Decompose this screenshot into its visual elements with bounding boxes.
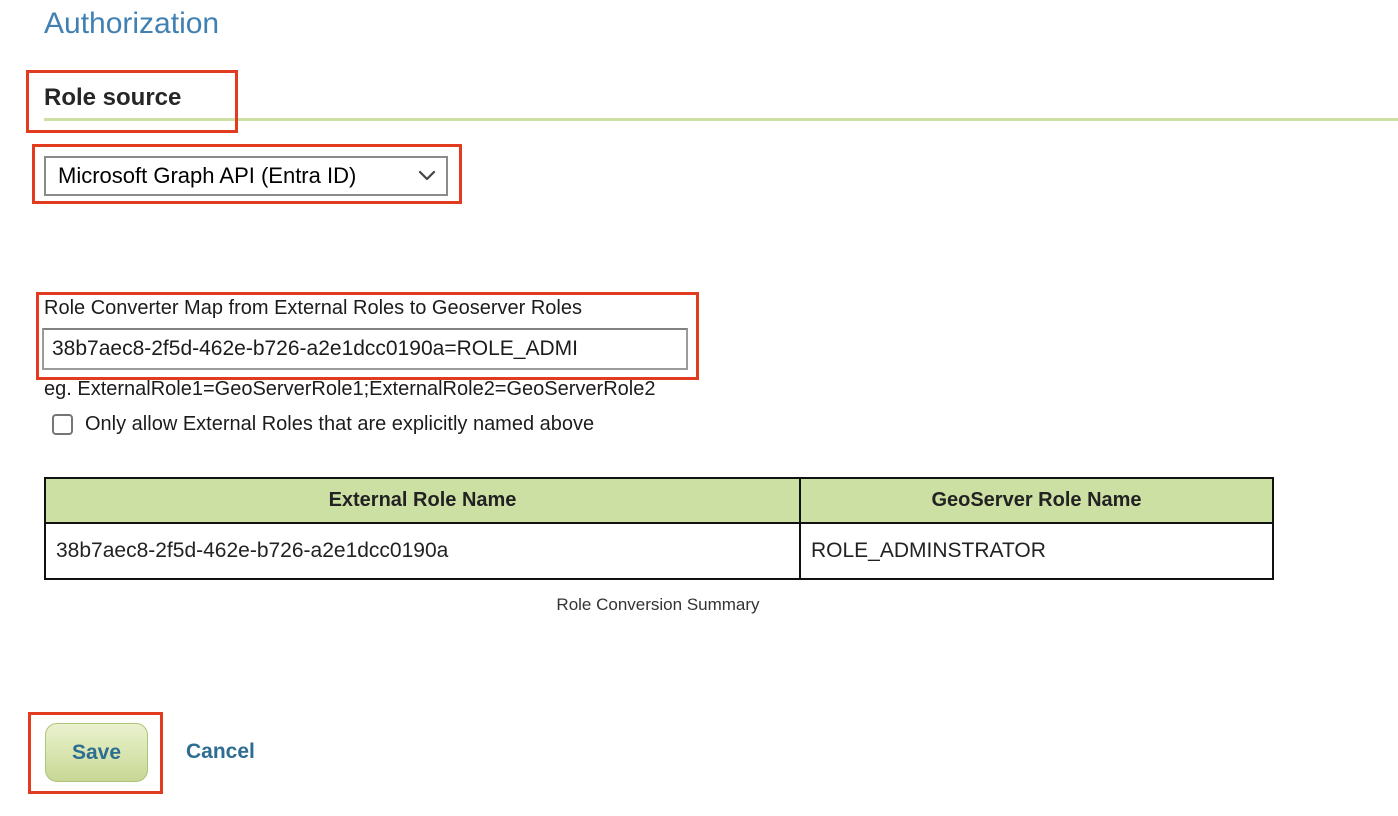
role-converter-map-hint: eg. ExternalRole1=GeoServerRole1;Externa… bbox=[44, 378, 656, 400]
table-header-row: External Role Name GeoServer Role Name bbox=[44, 477, 1274, 524]
cell-geoserver-role: ROLE_ADMINSTRATOR bbox=[799, 522, 1274, 580]
column-header-geoserver-role: GeoServer Role Name bbox=[799, 477, 1274, 524]
section-divider bbox=[44, 118, 1398, 121]
role-source-select[interactable]: Microsoft Graph API (Entra ID) bbox=[44, 156, 448, 196]
role-source-heading: Role source bbox=[44, 84, 182, 111]
only-allow-roles-checkbox[interactable] bbox=[52, 414, 73, 435]
cancel-link[interactable]: Cancel bbox=[186, 740, 255, 763]
role-converter-map-input[interactable] bbox=[42, 328, 688, 370]
chevron-down-icon bbox=[418, 170, 436, 182]
role-source-select-value: Microsoft Graph API (Entra ID) bbox=[58, 163, 357, 188]
only-allow-roles-row: Only allow External Roles that are expli… bbox=[52, 413, 594, 436]
page-title: Authorization bbox=[44, 7, 220, 40]
table-row: 38b7aec8-2f5d-462e-b726-a2e1dcc0190a ROL… bbox=[44, 522, 1274, 580]
cell-external-role: 38b7aec8-2f5d-462e-b726-a2e1dcc0190a bbox=[44, 522, 801, 580]
role-conversion-table: External Role Name GeoServer Role Name 3… bbox=[44, 477, 1274, 580]
table-caption: Role Conversion Summary bbox=[556, 595, 760, 614]
only-allow-roles-label: Only allow External Roles that are expli… bbox=[85, 413, 595, 435]
role-converter-map-label: Role Converter Map from External Roles t… bbox=[44, 297, 582, 319]
save-button[interactable]: Save bbox=[45, 723, 148, 782]
column-header-external-role: External Role Name bbox=[44, 477, 801, 524]
